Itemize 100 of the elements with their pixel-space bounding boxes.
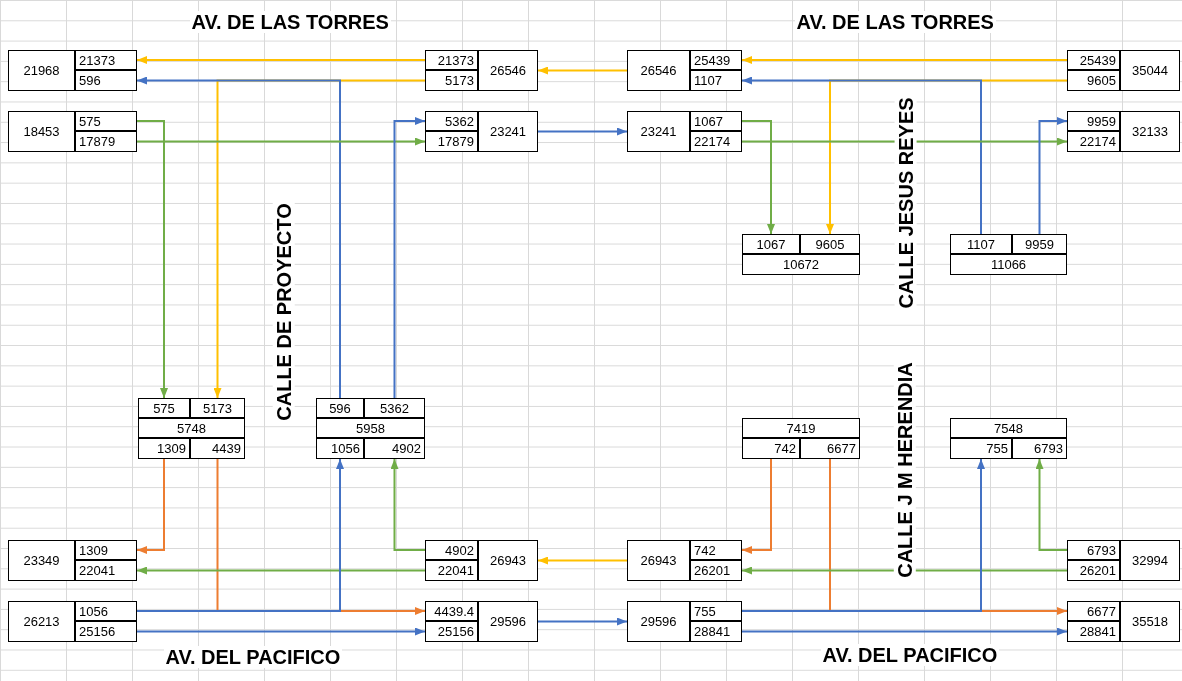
value-cell: 22174 [1067, 131, 1120, 152]
arrow [136, 458, 165, 554]
value-cell: 5958 [316, 418, 425, 438]
arrow [741, 458, 985, 612]
arrow [741, 458, 772, 554]
value-cell: 1056 [316, 438, 364, 459]
arrow [537, 66, 628, 75]
arrow [741, 137, 1068, 146]
value-cell: 22041 [75, 560, 137, 581]
value-cell: 5362 [364, 398, 425, 418]
value-cell: 1309 [138, 438, 190, 459]
value-cell: 9959 [1067, 111, 1120, 131]
value-cell: 1067 [742, 234, 800, 254]
value-cell: 26546 [478, 50, 538, 91]
arrow [741, 120, 775, 235]
arrow [537, 617, 628, 626]
value-cell: 596 [316, 398, 364, 418]
value-cell: 6793 [1012, 438, 1067, 459]
value-cell: 742 [690, 540, 742, 560]
street-name-vertical: CALLE JESUS REYES [894, 95, 917, 311]
arrow [1035, 458, 1068, 551]
value-cell: 29596 [478, 601, 538, 642]
value-cell: 4439 [190, 438, 245, 459]
arrow [1038, 117, 1068, 235]
value-cell: 4439.4 [425, 601, 478, 621]
value-cell: 32133 [1120, 111, 1180, 152]
value-cell: 596 [75, 70, 137, 91]
value-cell: 755 [950, 438, 1012, 459]
arrow [136, 458, 344, 612]
arrow [136, 76, 341, 399]
arrow [741, 76, 982, 235]
value-cell: 26943 [627, 540, 690, 581]
value-cell: 25156 [425, 621, 478, 642]
value-cell: 25439 [1067, 50, 1120, 70]
value-cell: 26943 [478, 540, 538, 581]
value-cell: 29596 [627, 601, 690, 642]
value-cell: 6677 [800, 438, 860, 459]
street-name-vertical: CALLE DE PROYECTO [272, 201, 295, 423]
value-cell: 21373 [425, 50, 478, 70]
value-cell: 4902 [425, 540, 478, 560]
street-name: AV. DEL PACIFICO [820, 644, 1000, 666]
value-cell: 9959 [1012, 234, 1067, 254]
arrow [393, 117, 426, 399]
value-cell: 4902 [364, 438, 425, 459]
value-cell: 21373 [75, 50, 137, 70]
street-name-vertical: CALLE J M HERENDIA [893, 360, 916, 580]
value-cell: 1067 [690, 111, 742, 131]
value-cell: 18453 [8, 111, 75, 152]
street-name: AV. DE LAS TORRES [794, 11, 996, 33]
value-cell: 28841 [1067, 621, 1120, 642]
value-cell: 6677 [1067, 601, 1120, 621]
arrow [741, 627, 1068, 636]
value-cell: 23349 [8, 540, 75, 581]
arrow [390, 458, 426, 551]
value-cell: 6793 [1067, 540, 1120, 560]
arrow [136, 120, 168, 399]
value-cell: 25439 [690, 50, 742, 70]
arrow [136, 137, 426, 146]
value-cell: 28841 [690, 621, 742, 642]
value-cell: 575 [75, 111, 137, 131]
value-cell: 22041 [425, 560, 478, 581]
value-cell: 1107 [950, 234, 1012, 254]
value-cell: 26213 [8, 601, 75, 642]
value-cell: 35044 [1120, 50, 1180, 91]
value-cell: 5173 [190, 398, 245, 418]
value-cell: 26546 [627, 50, 690, 91]
street-name: AV. DE LAS TORRES [189, 11, 391, 33]
value-cell: 26201 [690, 560, 742, 581]
arrow [136, 627, 426, 636]
value-cell: 23241 [478, 111, 538, 152]
value-cell: 11066 [950, 254, 1067, 275]
arrow [136, 56, 426, 64]
arrow [537, 556, 628, 565]
value-cell: 10672 [742, 254, 860, 275]
value-cell: 742 [742, 438, 800, 459]
arrow [741, 56, 1068, 64]
value-cell: 5173 [425, 70, 478, 91]
value-cell: 26201 [1067, 560, 1120, 581]
value-cell: 1107 [690, 70, 742, 91]
value-cell: 21968 [8, 50, 75, 91]
value-cell: 9605 [1067, 70, 1120, 91]
value-cell: 5748 [138, 418, 245, 438]
value-cell: 32994 [1120, 540, 1180, 581]
value-cell: 25156 [75, 621, 137, 642]
value-cell: 35518 [1120, 601, 1180, 642]
arrow [537, 127, 628, 136]
value-cell: 17879 [425, 131, 478, 152]
value-cell: 575 [138, 398, 190, 418]
arrow [136, 566, 426, 575]
value-cell: 1309 [75, 540, 137, 560]
value-cell: 1056 [75, 601, 137, 621]
street-name: AV. DEL PACIFICO [163, 646, 343, 668]
value-cell: 755 [690, 601, 742, 621]
arrow [741, 566, 1068, 575]
value-cell: 5362 [425, 111, 478, 131]
value-cell: 7548 [950, 418, 1067, 438]
value-cell: 7419 [742, 418, 860, 438]
value-cell: 23241 [627, 111, 690, 152]
value-cell: 22174 [690, 131, 742, 152]
value-cell: 17879 [75, 131, 137, 152]
